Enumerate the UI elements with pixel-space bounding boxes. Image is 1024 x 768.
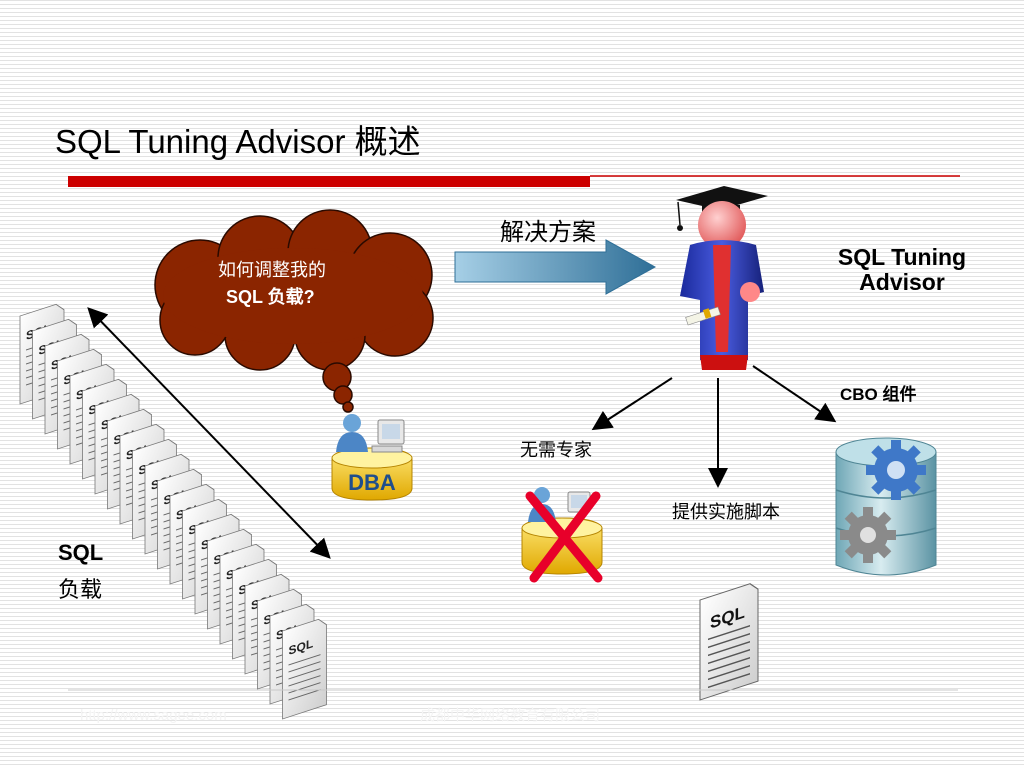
advisor-label-line-2: Advisor [859,269,945,295]
dba-label: DBA [348,470,396,495]
cbo-component-label: CBO 组件 [840,384,917,404]
workload-label-line-2: 负载 [58,577,102,602]
footer-url: http://www.sagee.com [80,707,227,724]
slide-title: SQL Tuning Advisor 概述 [55,123,421,160]
dba-workstation-icon [331,414,413,501]
outcome-arrows [591,365,837,488]
no-expert-label: 无需专家 [520,440,592,460]
crossed-dba-icon [521,487,603,583]
title-underline [68,175,960,187]
workload-double-arrow [87,307,331,559]
scripts-label: 提供实施脚本 [672,502,780,522]
thought-line-2: SQL 负载? [226,286,315,307]
sql-document-page: SQL [282,618,327,720]
sql-script-document-icon: SQL [699,583,759,701]
database-gears-icon [835,437,937,576]
footer-company: 成都中华网络教育有限公司 [420,707,600,724]
workload-label-line-1: SQL [58,540,103,565]
solution-arrow-icon [454,239,657,295]
solution-label: 解决方案 [500,219,596,246]
thought-line-1: 如何调整我的 [218,260,326,280]
advisor-label-line-1: SQL Tuning [838,244,966,270]
graduate-figure-icon [676,186,768,370]
